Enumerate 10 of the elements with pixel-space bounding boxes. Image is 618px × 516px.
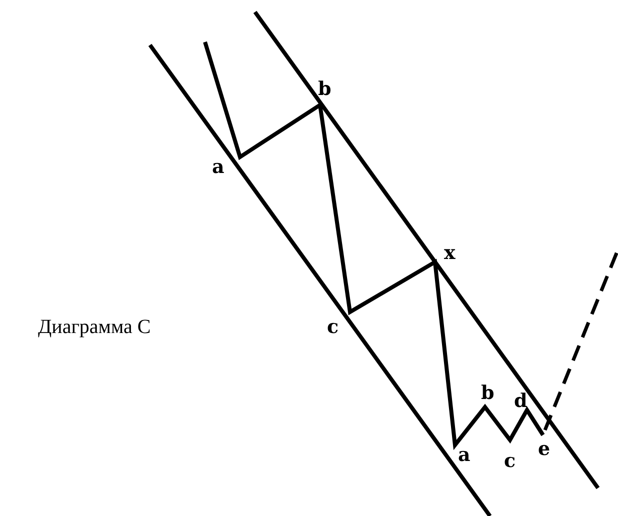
point-label: d <box>514 392 528 411</box>
point-label: b <box>481 384 494 403</box>
diagram-caption: Диаграмма C <box>38 317 151 337</box>
point-label: b <box>318 80 332 99</box>
point-label: x <box>444 244 456 263</box>
point-label: c <box>327 318 339 337</box>
point-label: e <box>538 440 550 459</box>
point-label: a <box>458 446 470 465</box>
point-label: c <box>504 452 516 471</box>
point-label: a <box>212 158 224 177</box>
